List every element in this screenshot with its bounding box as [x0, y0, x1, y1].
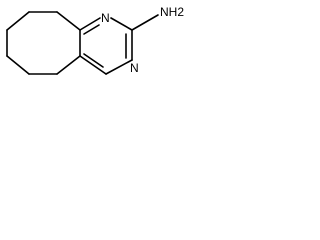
- atom-labels: N N NH2: [101, 5, 184, 75]
- cyclohexane-ring-bonds: [6, 11, 81, 75]
- bond-c7-c6: [6, 11, 30, 31]
- atom-label-amine: NH2: [160, 5, 184, 19]
- bond-c4-c4a-double: [83, 53, 104, 68]
- bond-c2-nh2: [131, 14, 159, 31]
- chemical-structure-diagram: N N NH2: [6, 5, 184, 75]
- bond-c4-c4a: [79, 55, 107, 75]
- atom-label-n3: N: [130, 61, 139, 75]
- bond-n3-c4: [105, 59, 133, 75]
- bond-c5-c4: [6, 55, 30, 75]
- atom-label-n1: N: [101, 11, 110, 25]
- bond-n1-c2: [110, 17, 133, 31]
- pyrimidine-ring-bonds: [56, 14, 159, 75]
- bond-c4a-c8a: [56, 55, 81, 75]
- bond-c8a-c8: [56, 11, 81, 31]
- bond-c8a-n1-double: [83, 24, 100, 35]
- bond-c8a-n1: [79, 17, 101, 31]
